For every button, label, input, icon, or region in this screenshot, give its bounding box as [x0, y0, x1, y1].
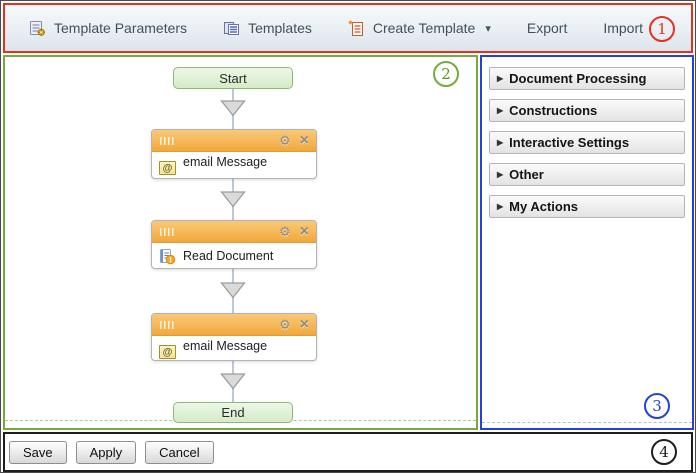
expand-arrow-icon: ▶: [497, 106, 504, 115]
create-template-button[interactable]: Create Template ▾: [348, 20, 491, 37]
workflow-canvas[interactable]: Start ⚙ × @ email Message ⚙ ×: [3, 55, 478, 430]
gear-icon[interactable]: ⚙: [279, 133, 291, 148]
callout-2: 2: [433, 61, 459, 87]
callout-1: 1: [649, 16, 675, 42]
template-parameters-label: Template Parameters: [54, 20, 188, 36]
templates-icon: [224, 21, 240, 35]
sidebar-section-interactive-settings[interactable]: ▶ Interactive Settings: [489, 131, 685, 154]
node-header[interactable]: ⚙ ×: [152, 314, 316, 336]
node-label: email Message: [183, 155, 268, 169]
arrow-down-icon: [220, 191, 246, 208]
callout-3: 3: [644, 393, 670, 419]
sidebar-section-my-actions[interactable]: ▶ My Actions: [489, 195, 685, 218]
gear-icon[interactable]: ⚙: [279, 224, 291, 239]
expand-arrow-icon: ▶: [497, 138, 504, 147]
export-button[interactable]: Export: [527, 20, 567, 36]
node-label: email Message: [183, 339, 268, 353]
section-label: My Actions: [509, 199, 579, 214]
sidebar-section-constructions[interactable]: ▶ Constructions: [489, 99, 685, 122]
footer-bar: Save Apply Cancel 4: [3, 432, 693, 472]
template-parameters-icon: [30, 20, 45, 36]
cancel-button[interactable]: Cancel: [145, 440, 214, 464]
toolbar: Template Parameters Templates: [3, 3, 693, 53]
node-body: Read Document: [152, 243, 316, 269]
chevron-down-icon: ▾: [485, 22, 491, 35]
section-label: Constructions: [509, 103, 598, 118]
sidebar-section-other[interactable]: ▶ Other: [489, 163, 685, 186]
node-body: @ email Message: [152, 152, 316, 178]
arrow-down-icon: [220, 100, 246, 117]
save-button[interactable]: Save: [9, 440, 67, 464]
drag-handle-icon[interactable]: [160, 320, 175, 329]
expand-arrow-icon: ▶: [497, 170, 504, 179]
import-label: Import: [603, 20, 644, 36]
arrow-down-icon: [220, 282, 246, 299]
apply-button[interactable]: Apply: [75, 440, 137, 464]
node-header[interactable]: ⚙ ×: [152, 221, 316, 243]
templates-label: Templates: [248, 20, 312, 36]
import-button[interactable]: Import: [603, 20, 643, 36]
export-label: Export: [526, 20, 568, 36]
workflow-node-email-message-2[interactable]: ⚙ × @ email Message: [151, 313, 317, 361]
close-icon[interactable]: ×: [299, 222, 309, 240]
section-label: Document Processing: [509, 71, 647, 86]
start-node-label: Start: [219, 70, 247, 86]
expand-arrow-icon: ▶: [497, 74, 504, 83]
drag-handle-icon[interactable]: [160, 136, 175, 145]
close-icon[interactable]: ×: [299, 315, 309, 333]
sidebar-bottom-dashed-border: [482, 422, 692, 423]
gear-icon[interactable]: ⚙: [279, 317, 291, 332]
end-node[interactable]: End: [173, 402, 293, 423]
workflow-node-read-document[interactable]: ⚙ × Read Document: [151, 220, 317, 269]
sidebar-section-document-processing[interactable]: ▶ Document Processing: [489, 67, 685, 90]
end-node-label: End: [221, 405, 245, 420]
section-label: Interactive Settings: [509, 135, 630, 150]
email-at-icon: @: [159, 161, 176, 175]
start-node[interactable]: Start: [173, 67, 293, 89]
create-template-icon: [348, 20, 363, 36]
callout-4: 4: [651, 439, 677, 465]
close-icon[interactable]: ×: [299, 131, 309, 149]
email-at-icon: @: [159, 345, 176, 359]
actions-sidebar: ▶ Document Processing ▶ Constructions ▶ …: [480, 55, 694, 430]
create-template-label: Create Template: [372, 20, 476, 36]
section-label: Other: [509, 167, 544, 182]
drag-handle-icon[interactable]: [160, 227, 175, 236]
node-label: Read Document: [183, 249, 274, 263]
node-body: @ email Message: [152, 336, 316, 362]
node-header[interactable]: ⚙ ×: [152, 130, 316, 152]
workflow-node-email-message-1[interactable]: ⚙ × @ email Message: [151, 129, 317, 179]
templates-button[interactable]: Templates: [223, 20, 312, 37]
arrow-down-icon: [220, 373, 246, 390]
template-parameters-button[interactable]: Template Parameters: [29, 20, 187, 37]
document-warning-icon: [160, 249, 176, 265]
expand-arrow-icon: ▶: [497, 202, 504, 211]
